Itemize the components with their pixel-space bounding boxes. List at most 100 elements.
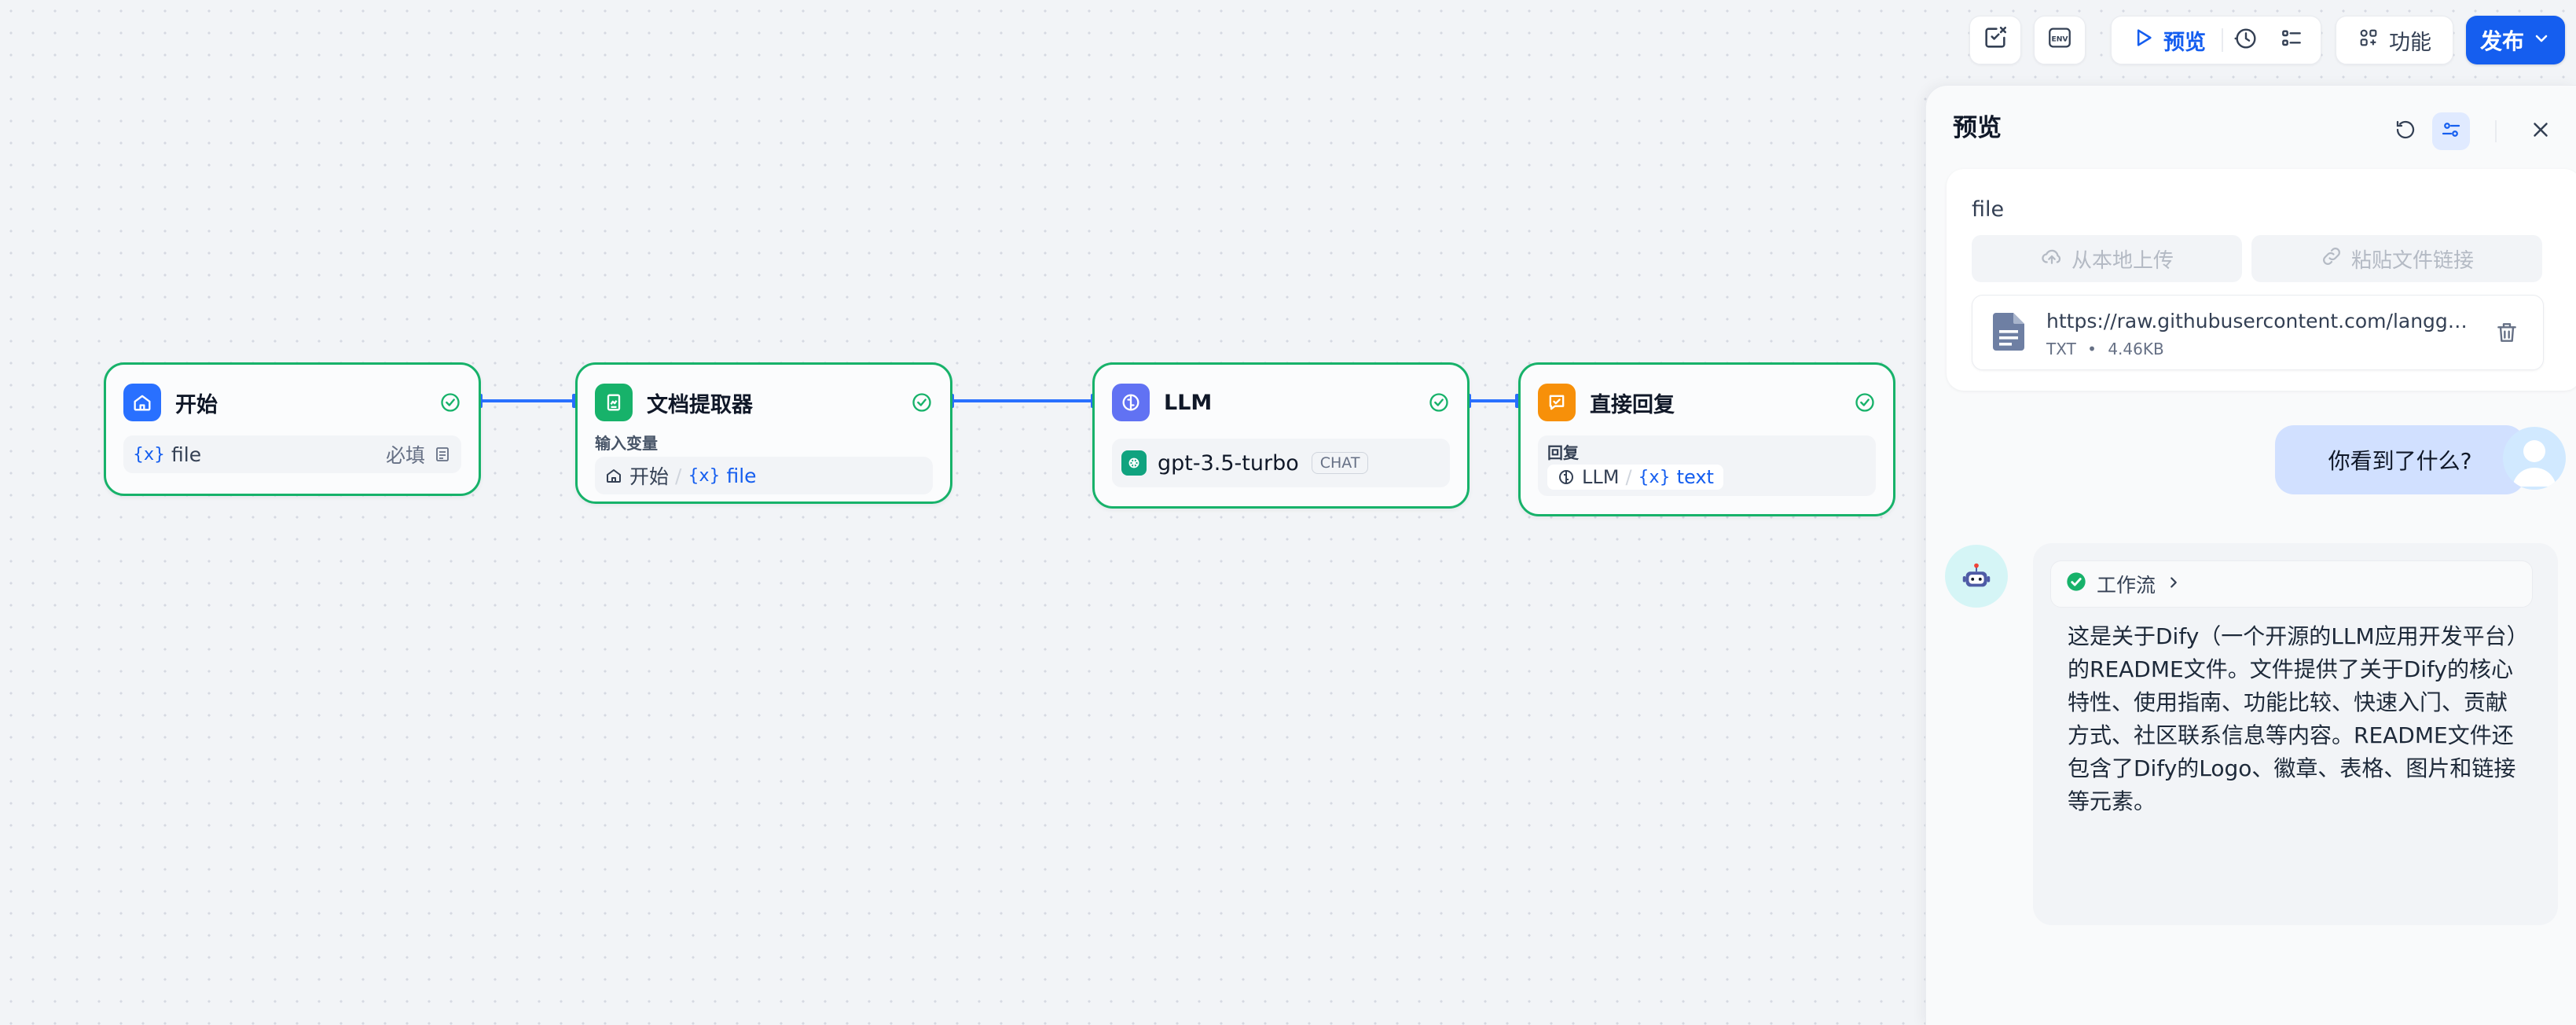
close-icon xyxy=(2529,118,2552,145)
history-clock-icon xyxy=(2233,26,2259,54)
preview-button[interactable]: 预览 xyxy=(2112,17,2222,64)
preview-toolbar-group: 预览 xyxy=(2111,16,2321,64)
user-message-bubble: 你看到了什么? xyxy=(2275,425,2525,494)
list-icon xyxy=(2279,26,2304,54)
doc-extractor-title: 文档提取器 xyxy=(647,392,753,417)
input-variable-name: file xyxy=(726,464,757,487)
close-panel-button[interactable] xyxy=(2522,112,2559,150)
paste-link-button[interactable]: 粘贴文件链接 xyxy=(2251,235,2542,282)
success-check-icon xyxy=(1428,391,1450,413)
preview-panel: 预览 file 从本地上传 粘贴文件链接 xyxy=(1925,85,2576,1025)
success-filled-icon xyxy=(2065,571,2087,597)
success-check-icon xyxy=(1854,391,1876,413)
success-check-icon xyxy=(439,391,461,413)
bot-message-bubble: 工作流 这是关于Dify（一个开源的LLM应用开发平台）的README文件。文件… xyxy=(2033,543,2558,925)
start-variable-name: file xyxy=(171,443,202,466)
answer-node-title: 直接回复 xyxy=(1590,392,1675,417)
robot-icon xyxy=(1962,563,1991,587)
reply-variable-chip: LLM / {x} text xyxy=(1547,465,1723,490)
checklist-icon xyxy=(1982,24,2009,57)
preview-button-label: 预览 xyxy=(2163,30,2206,55)
workflow-process-toggle[interactable]: 工作流 xyxy=(2050,560,2533,608)
variable-icon: {x} xyxy=(133,444,166,465)
model-mode-tag: CHAT xyxy=(1311,452,1369,474)
doc-extractor-icon xyxy=(595,384,633,421)
chevron-down-icon xyxy=(2532,28,2551,53)
file-meta: TXT • 4.46KB xyxy=(2046,340,2164,358)
upload-local-label: 从本地上传 xyxy=(2071,248,2174,273)
edge-llm-answer xyxy=(1470,399,1518,402)
answer-node[interactable]: 直接回复 回复 LLM / {x} text xyxy=(1518,362,1895,516)
required-label: 必填 xyxy=(385,444,425,467)
bot-avatar xyxy=(1945,545,2008,608)
home-icon xyxy=(123,384,161,421)
uploaded-file-item: https://raw.githubusercontent.com/langge… xyxy=(1972,295,2544,370)
reply-source-node: LLM xyxy=(1582,466,1620,488)
restart-button[interactable] xyxy=(2387,112,2424,150)
input-variable-label: 输入变量 xyxy=(595,434,658,453)
doc-extractor-node[interactable]: 文档提取器 输入变量 开始 / {x} file xyxy=(575,362,952,504)
features-grid-icon xyxy=(2358,27,2380,54)
home-icon xyxy=(604,466,623,485)
sliders-icon xyxy=(2439,118,2463,145)
file-field-label: file xyxy=(1972,197,2005,222)
workflow-label: 工作流 xyxy=(2097,574,2156,597)
toolbar-divider xyxy=(2222,28,2223,52)
file-meta-separator: • xyxy=(2087,340,2097,358)
file-size: 4.46KB xyxy=(2108,340,2164,358)
upload-local-button[interactable]: 从本地上传 xyxy=(1972,235,2242,282)
llm-node-title: LLM xyxy=(1164,390,1213,415)
answer-reply-box: 回复 LLM / {x} text xyxy=(1538,435,1876,496)
llm-small-icon xyxy=(1557,468,1576,487)
features-button[interactable]: 功能 xyxy=(2336,16,2453,64)
llm-model-row: gpt-3.5-turbo CHAT xyxy=(1112,439,1450,487)
chevron-right-icon xyxy=(2165,573,2182,596)
refresh-icon xyxy=(2394,118,2417,145)
edge-extractor-llm xyxy=(952,399,1094,402)
variable-icon: {x} xyxy=(1638,467,1671,487)
features-button-label: 功能 xyxy=(2389,30,2431,55)
panel-header-divider xyxy=(2495,120,2497,142)
panel-title: 预览 xyxy=(1953,114,2002,142)
trash-icon xyxy=(2497,323,2516,342)
cloud-upload-icon xyxy=(2040,244,2064,274)
success-check-icon xyxy=(911,391,933,413)
user-avatar xyxy=(2503,427,2566,490)
start-node-title: 开始 xyxy=(175,392,218,417)
path-separator: / xyxy=(1625,466,1632,488)
reply-label: 回复 xyxy=(1547,443,1579,462)
delete-file-button[interactable] xyxy=(2494,319,2519,349)
source-node-name: 开始 xyxy=(629,465,670,488)
bot-reply-text: 这是关于Dify（一个开源的LLM应用开发平台）的README文件。文件提供了关… xyxy=(2068,623,2518,814)
start-node[interactable]: 开始 {x} file 必填 xyxy=(104,362,481,496)
llm-model-name: gpt-3.5-turbo xyxy=(1158,450,1299,476)
answer-reply-icon xyxy=(1538,384,1576,421)
start-variable-row: {x} file 必填 xyxy=(123,435,461,473)
llm-node[interactable]: LLM gpt-3.5-turbo CHAT xyxy=(1092,362,1470,509)
doc-extractor-input-row: 开始 / {x} file xyxy=(595,457,933,494)
user-message-text: 你看到了什么? xyxy=(2328,448,2472,474)
reply-variable-name: text xyxy=(1676,466,1714,488)
file-url: https://raw.githubusercontent.com/langge… xyxy=(2046,310,2477,332)
llm-brain-icon xyxy=(1112,384,1150,421)
publish-button[interactable]: 发布 xyxy=(2466,16,2565,64)
checklist-button[interactable] xyxy=(1969,16,2021,64)
env-icon: ENV xyxy=(2046,24,2073,57)
play-icon xyxy=(2132,27,2154,54)
variable-icon: {x} xyxy=(688,465,721,486)
variables-settings-button[interactable] xyxy=(2432,112,2470,150)
edge-handle xyxy=(572,394,577,408)
edge-start-extractor xyxy=(481,399,575,402)
run-history-button[interactable] xyxy=(2223,17,2269,64)
openai-icon xyxy=(1121,450,1147,476)
publish-button-label: 发布 xyxy=(2479,28,2524,54)
file-input-card: file 从本地上传 粘贴文件链接 https://raw.githubuser… xyxy=(1947,169,2576,391)
link-icon xyxy=(2320,244,2343,274)
file-type: TXT xyxy=(2046,340,2076,358)
checklist-list-button[interactable] xyxy=(2269,17,2314,64)
svg-text:ENV: ENV xyxy=(2051,35,2068,43)
edge-handle xyxy=(1515,394,1520,408)
document-type-icon xyxy=(433,445,452,464)
text-document-icon xyxy=(1991,313,2026,354)
env-button[interactable]: ENV xyxy=(2034,16,2086,64)
